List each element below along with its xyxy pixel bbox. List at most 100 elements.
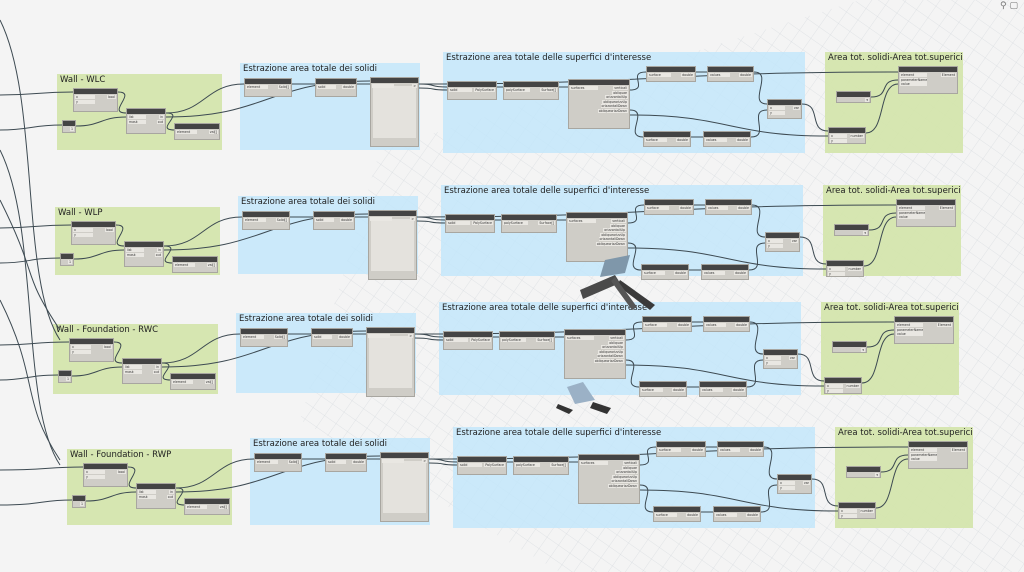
node-header[interactable] [175, 124, 219, 129]
node-header[interactable] [61, 254, 73, 259]
node-header[interactable] [63, 121, 75, 126]
input-port-solid[interactable]: solid [327, 460, 346, 464]
output-port[interactable]: orizzontaliUp [601, 345, 624, 350]
output-port[interactable]: verticali [609, 336, 624, 340]
input-port-x[interactable]: x [779, 481, 795, 485]
input-port-value[interactable] [382, 459, 404, 463]
node-header[interactable] [72, 222, 115, 227]
input-port-polySurface[interactable]: polySurface [505, 88, 530, 92]
node-header[interactable] [173, 257, 217, 262]
input-port-surface[interactable]: surface [645, 138, 667, 142]
input-port-values[interactable]: values [715, 513, 737, 517]
output-port[interactable]: double [737, 206, 750, 210]
node-surfarea1[interactable]: surface double [644, 199, 694, 215]
node-header[interactable] [127, 109, 165, 114]
node-header[interactable] [446, 215, 494, 220]
input-port-x[interactable]: x [765, 356, 781, 360]
input-port-y[interactable]: y [73, 232, 93, 237]
output-port[interactable]: Surface[] [536, 338, 553, 342]
input-port-element[interactable]: element [900, 73, 927, 77]
output-port[interactable]: obliquae [612, 90, 628, 95]
output-port[interactable]: obliqueorizzDown [593, 359, 624, 363]
node-code[interactable]: 1 [62, 120, 76, 133]
output-port[interactable]: orizzontaliDown [598, 237, 626, 242]
node-header[interactable] [448, 82, 496, 87]
input-port-mask[interactable]: mask [124, 369, 142, 374]
input-port-surface[interactable]: surface [641, 388, 663, 392]
node-paramname[interactable]: ▾ [834, 224, 869, 236]
node-paramname[interactable]: ▾ [846, 466, 881, 478]
node-paramname[interactable]: ▾ [836, 91, 871, 103]
output-port[interactable]: double [679, 206, 692, 210]
input-port-surfaces[interactable]: surfaces [568, 219, 596, 223]
output-port[interactable]: double [686, 513, 699, 517]
output-port[interactable]: var [790, 239, 798, 243]
output-port[interactable]: double [352, 460, 365, 464]
node-header[interactable] [700, 382, 746, 387]
node-header[interactable] [171, 374, 215, 379]
input-port-element[interactable]: element [244, 218, 266, 222]
output-port[interactable]: > [408, 334, 413, 338]
input-port-parameterName[interactable]: parameterName [898, 210, 925, 215]
output-port[interactable]: PolySurface [472, 221, 493, 225]
input-port-parameterName[interactable]: parameterName [900, 77, 927, 82]
input-port-polySurface[interactable]: polySurface [503, 221, 528, 225]
node-paramname[interactable]: ▾ [832, 341, 867, 353]
output-port[interactable]: double [735, 323, 748, 327]
input-port-y[interactable]: y [767, 243, 783, 248]
input-port-surface[interactable]: surface [646, 206, 669, 210]
output-port[interactable]: obliquae [622, 465, 638, 470]
node-header[interactable] [312, 329, 352, 334]
input-port-value[interactable] [368, 334, 390, 338]
input-port-y[interactable]: y [826, 388, 843, 393]
output-port[interactable]: bool [105, 228, 114, 232]
camera-icon[interactable]: ▢ [1009, 1, 1018, 11]
input-port-x[interactable]: x [75, 95, 95, 99]
output-port[interactable]: PolySurface [484, 463, 505, 467]
node-header[interactable] [643, 317, 691, 322]
output-port[interactable]: double [749, 448, 762, 452]
node-code[interactable]: 1 [58, 370, 72, 383]
node-watch[interactable]: > [368, 210, 417, 280]
node-watch[interactable]: > [366, 327, 415, 397]
node-header[interactable] [706, 200, 751, 205]
output-port[interactable]: out [152, 369, 160, 374]
output-port[interactable]: bool [103, 345, 112, 349]
output-port[interactable]: > [410, 217, 415, 221]
node-header[interactable] [839, 503, 875, 508]
output-port[interactable]: val[] [204, 380, 214, 384]
output-port[interactable]: in [157, 248, 162, 252]
input-port-solid[interactable]: solid [449, 88, 472, 92]
output-port[interactable]: ▾ [865, 98, 869, 102]
input-port-solid[interactable]: solid [313, 335, 332, 339]
input-port-values[interactable]: values [701, 388, 723, 392]
node-header[interactable] [766, 233, 799, 238]
input-port-parameterName[interactable]: parameterName [910, 452, 937, 457]
node-header[interactable] [657, 442, 705, 447]
output-port[interactable]: 1 [65, 377, 70, 381]
node-header[interactable] [895, 317, 953, 322]
node-header[interactable] [837, 92, 870, 97]
input-port-x[interactable]: x [830, 134, 847, 138]
input-port-values[interactable]: values [709, 73, 730, 77]
input-port-y[interactable]: y [85, 474, 105, 479]
input-port-element[interactable]: element [242, 335, 264, 339]
output-port[interactable]: Surface[] [538, 221, 555, 225]
